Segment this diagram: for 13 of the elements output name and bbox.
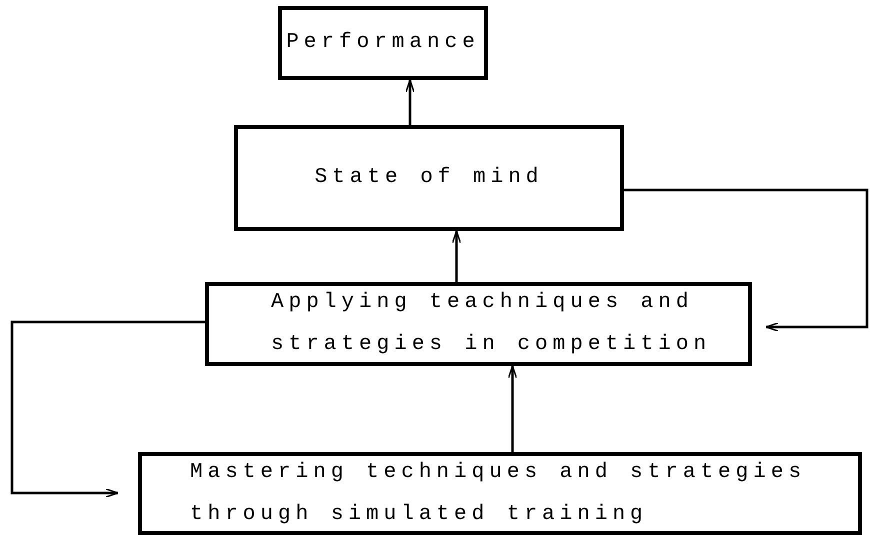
arrow bbox=[624, 188, 868, 332]
box-text: Mastering techniques and strategies through simulated training bbox=[190, 460, 808, 528]
arrow bbox=[508, 365, 518, 452]
process-box bbox=[234, 125, 624, 231]
box-text: Performance bbox=[286, 30, 480, 56]
box-text: Applying teachniques and strategies in competition bbox=[271, 290, 712, 358]
arrow bbox=[10, 320, 205, 498]
arrow bbox=[452, 230, 462, 282]
arrow bbox=[405, 79, 415, 125]
process-box bbox=[278, 6, 488, 80]
process-box bbox=[205, 282, 752, 366]
box-text: State of mind bbox=[314, 165, 544, 191]
process-box bbox=[138, 452, 862, 535]
